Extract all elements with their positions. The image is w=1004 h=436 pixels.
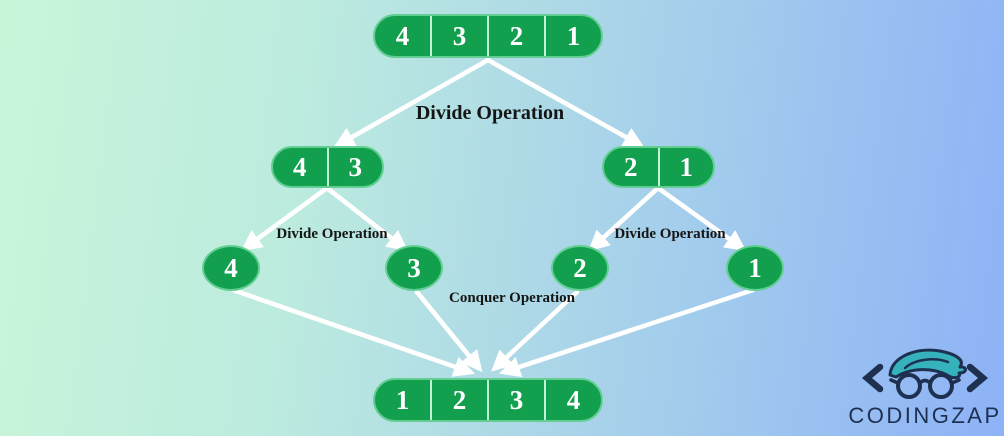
divide-operation-label-right: Divide Operation [614, 226, 726, 242]
array-cell: 1 [566, 20, 581, 51]
glasses-left-arm-icon [889, 378, 900, 385]
array-cell: 4 [273, 148, 329, 186]
divide-operation-label-main: Divide Operation [415, 102, 565, 124]
array-cell: 3 [348, 151, 363, 182]
leaf-node-1: 1 [726, 245, 784, 291]
left-angle-bracket-icon [861, 363, 884, 393]
leaf-node-4: 4 [202, 245, 260, 291]
codingzap-wordmark: CODINGZAP [848, 403, 1002, 428]
array-cell: 4 [566, 384, 581, 415]
glasses-bridge-icon [918, 378, 932, 385]
array-cell: 1 [375, 380, 432, 420]
array-cell: 3 [432, 16, 489, 56]
glasses-right-lens-icon [928, 373, 954, 399]
left-pair-array: 4 3 [271, 146, 384, 188]
mascot-hair-streak-icon [903, 358, 950, 370]
glasses-left-lens-icon [896, 373, 922, 399]
array-cell: 1 [679, 151, 694, 182]
right-angle-bracket-icon [966, 363, 989, 393]
leaf-node-2: 2 [551, 245, 609, 291]
right-pair-array: 2 1 [602, 146, 715, 188]
leaf-node-3: 3 [385, 245, 443, 291]
array-cell: 3 [489, 380, 546, 420]
codingzap-logo: CODINGZAP [846, 344, 1004, 429]
conquer-operation-label: Conquer Operation [449, 290, 575, 306]
mascot-hair-icon [888, 348, 967, 380]
array-cell: 2 [432, 380, 489, 420]
codingzap-mascot-icon [861, 348, 989, 399]
glasses-right-arm-icon [950, 378, 961, 385]
array-cell: 2 [489, 16, 546, 56]
array-cell: 2 [604, 148, 660, 186]
array-cell: 4 [375, 16, 432, 56]
divide-operation-label-left: Divide Operation [276, 226, 388, 242]
result-array: 1 2 3 4 [373, 378, 603, 422]
root-array: 4 3 2 1 [373, 14, 603, 58]
